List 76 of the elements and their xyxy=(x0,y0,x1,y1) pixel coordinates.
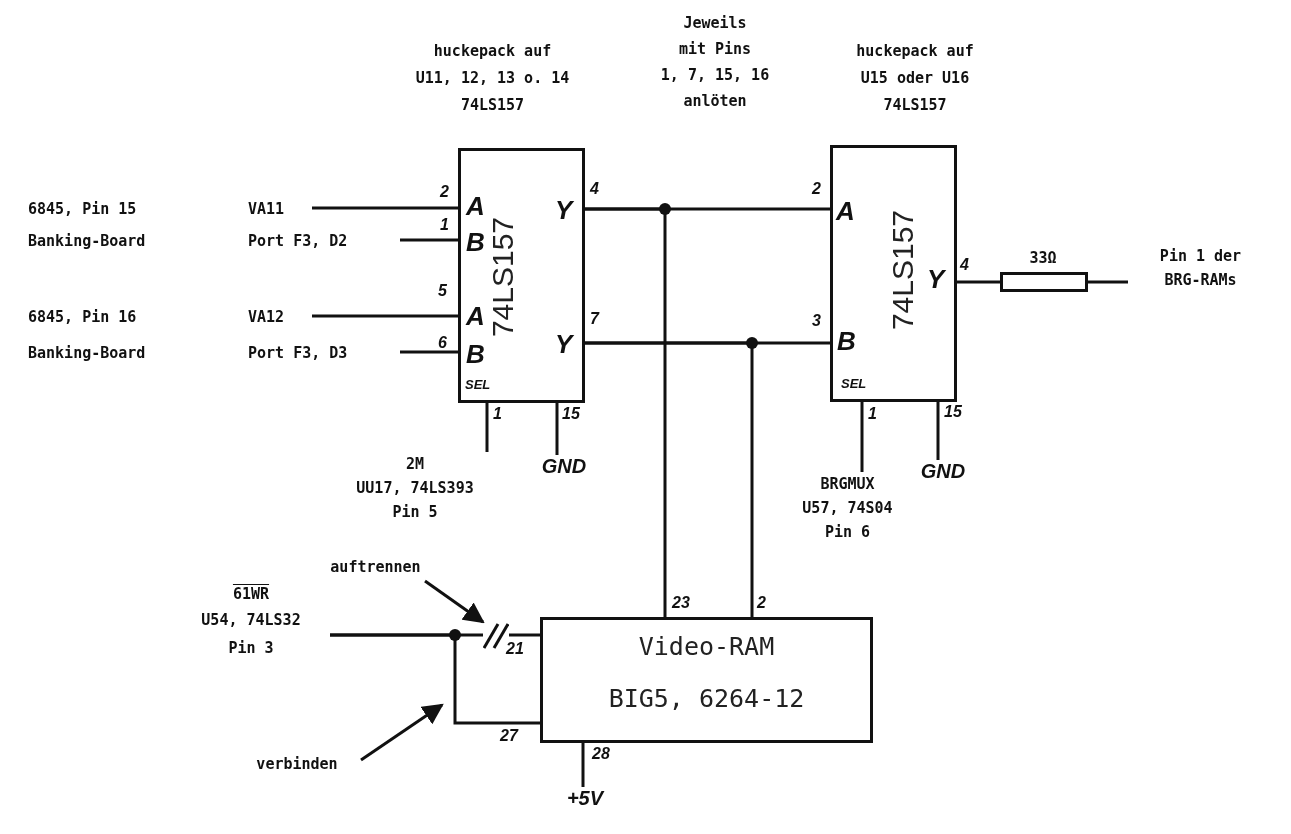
signal-label: U54, 74LS32 Pin 3 xyxy=(200,610,302,659)
wire xyxy=(509,633,540,637)
note-text: huckepack auf U11, 12, 13 o. 14 74LS157 xyxy=(414,41,571,116)
wire xyxy=(555,403,559,455)
wire xyxy=(312,314,458,318)
pin-name: A xyxy=(836,196,855,227)
pin-name: B xyxy=(466,227,485,258)
resistor-symbol xyxy=(1000,272,1088,292)
wire xyxy=(485,403,489,452)
signal-label: Banking-Board xyxy=(28,231,146,252)
pin-number: 4 xyxy=(960,256,969,274)
note-text: Jeweils mit Pins 1, 7, 15, 16 anlöten xyxy=(659,13,771,112)
wire xyxy=(312,206,458,210)
pin-name: SEL xyxy=(465,377,491,392)
pin-name: A xyxy=(466,191,485,222)
wire xyxy=(1088,280,1128,284)
pin-name: Y xyxy=(555,195,573,226)
pin-number: 2 xyxy=(757,594,766,612)
wire xyxy=(585,341,754,617)
chip-label: 74LS157 xyxy=(886,208,920,333)
ic-chip-box xyxy=(830,145,957,402)
pin-number: 3 xyxy=(812,312,821,330)
note-text: auftrennen xyxy=(303,555,448,581)
wire xyxy=(400,350,458,354)
pin-number: 15 xyxy=(944,403,962,421)
signal-label: GND xyxy=(910,460,976,488)
signal-label: Banking-Board xyxy=(28,343,146,364)
pin-name: A xyxy=(466,301,485,332)
wire xyxy=(400,238,458,242)
pin-name: B xyxy=(466,339,485,370)
ic-chip-box xyxy=(458,148,585,403)
signal-label: 6845, Pin 16 xyxy=(28,307,137,328)
signal-label: 6845, Pin 15 xyxy=(28,199,137,220)
signal-label: 61WR xyxy=(231,584,271,605)
pin-number: 21 xyxy=(506,640,524,658)
signal-label: VA12 xyxy=(248,307,285,328)
wire xyxy=(330,633,540,725)
signal-label: Port F3, D2 xyxy=(248,231,348,252)
pin-number: 1 xyxy=(493,405,502,423)
pin-name: B xyxy=(837,326,856,357)
pin-number: 28 xyxy=(592,745,610,763)
wire xyxy=(585,207,667,617)
pin-number: 1 xyxy=(440,216,449,234)
pin-name: Y xyxy=(927,264,945,295)
chip-label: BIG5, 6264-12 xyxy=(607,684,806,713)
chip-label: Video-RAM xyxy=(637,632,776,661)
note-text: verbinden xyxy=(233,752,361,778)
wire xyxy=(957,280,1000,284)
signal-label: VA11 xyxy=(248,199,285,220)
signal-label: Port F3, D3 xyxy=(248,343,348,364)
pin-name: Y xyxy=(555,329,573,360)
signal-label: Pin 1 der BRG-RAMs xyxy=(1128,244,1273,300)
arrow xyxy=(424,579,485,624)
signal-label: BRGMUX U57, 74S04 Pin 6 xyxy=(785,472,910,552)
signal-label: GND xyxy=(533,455,595,483)
wire xyxy=(936,402,940,460)
pin-number: 2 xyxy=(440,183,449,201)
pin-number: 2 xyxy=(812,180,821,198)
arrow xyxy=(360,703,444,762)
note-text: huckepack auf U15 oder U16 74LS157 xyxy=(855,41,975,116)
pin-name: SEL xyxy=(841,376,867,391)
pin-number: 5 xyxy=(438,282,447,300)
pin-number: 4 xyxy=(590,180,599,198)
wire xyxy=(581,743,585,787)
pin-number: 1 xyxy=(868,405,877,423)
pin-number: 7 xyxy=(590,310,599,328)
pin-number: 15 xyxy=(562,405,580,423)
memory-chip-box xyxy=(540,617,873,743)
pin-number: 23 xyxy=(672,594,690,612)
pin-number: 27 xyxy=(500,727,518,745)
wire xyxy=(860,402,864,472)
chip-label: 74LS157 xyxy=(486,215,520,340)
signal-label: +5V xyxy=(555,787,615,817)
signal-label: 2M UU17, 74LS393 Pin 5 xyxy=(335,452,495,527)
value-label: 33Ω xyxy=(1028,248,1058,269)
pin-number: 6 xyxy=(438,334,447,352)
